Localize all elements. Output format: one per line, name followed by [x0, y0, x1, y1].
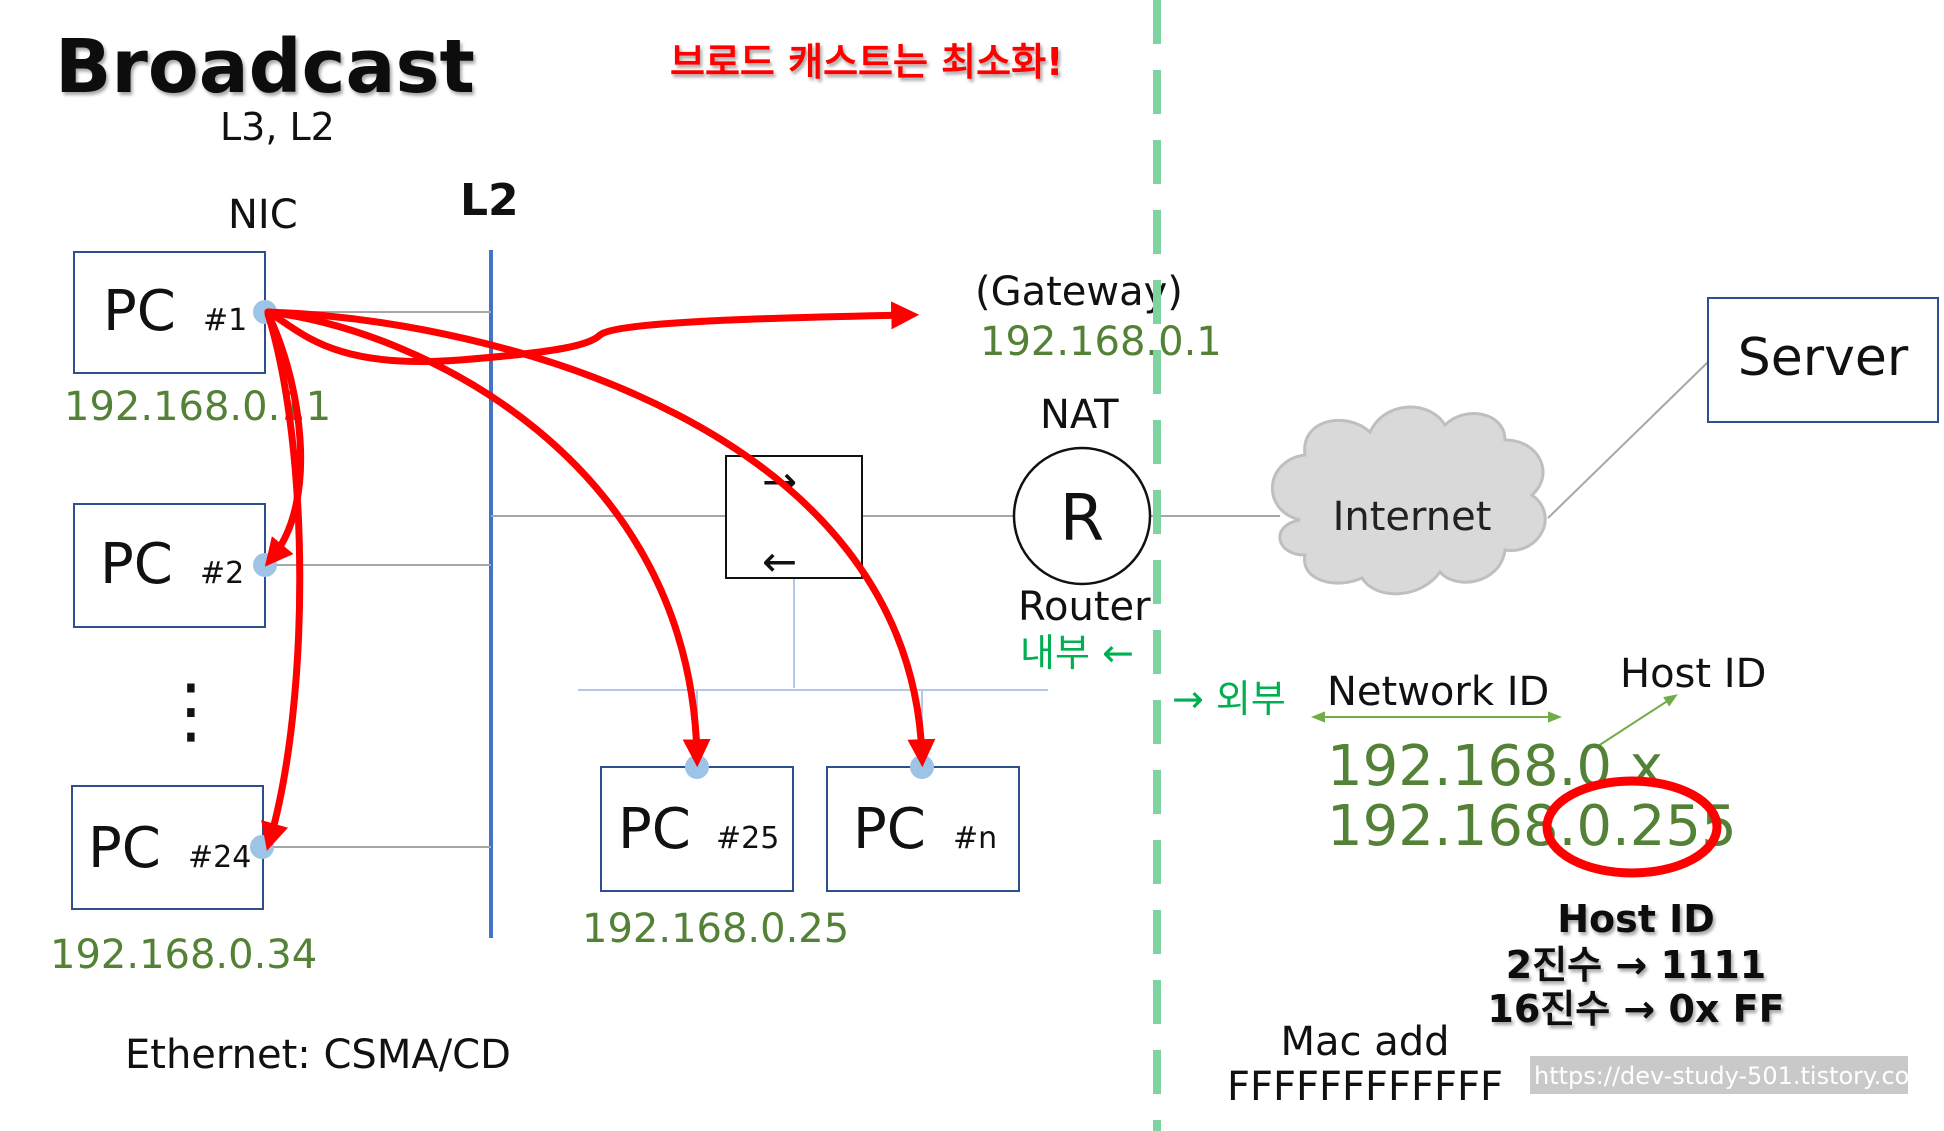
pc-1-number: #1 — [203, 303, 247, 338]
pc-1: PC #1 192.168.0.11 — [64, 251, 331, 430]
pc-n-name: PC — [853, 797, 926, 862]
pc-24-name: PC — [88, 816, 161, 881]
pc-25-number: #25 — [716, 821, 779, 856]
host-id-binary: 2진수 → 1111 — [1506, 943, 1766, 987]
pc-24-number: #24 — [188, 840, 251, 875]
host-id-explanation: Host ID 2진수 → 1111 16진수 → 0x FF — [1487, 897, 1784, 1031]
broadcast-highlight-circle — [1542, 776, 1722, 878]
pc-n: PC #n — [826, 755, 1020, 892]
gateway-label: (Gateway) — [975, 269, 1183, 315]
ethernet-label: Ethernet: CSMA/CD — [125, 1032, 511, 1078]
network-id-label: Network ID — [1327, 669, 1549, 715]
headline-warning: 브로드 캐스트는 최소화! — [670, 40, 1063, 84]
host-id-label: Host ID — [1620, 651, 1766, 697]
nic-label: NIC — [228, 192, 298, 238]
switch: → ← — [725, 455, 863, 586]
mac-title: Mac add — [1280, 1019, 1449, 1065]
l2-label: L2 — [460, 175, 519, 226]
arrow-to-pc25 — [264, 308, 711, 768]
arrow-to-gateway — [264, 301, 920, 366]
router: R — [1012, 446, 1152, 586]
ip-broadcast: 192.168.0.255 — [1327, 794, 1737, 859]
server: Server — [1707, 297, 1939, 423]
pc-2-number: #2 — [200, 556, 244, 591]
wire-internet-server — [1547, 361, 1709, 519]
server-label: Server — [1738, 328, 1909, 388]
pc-n-number: #n — [953, 821, 997, 856]
inner-label: 내부 ← — [1020, 631, 1134, 675]
page-title: Broadcast — [55, 24, 475, 110]
pc-25-name: PC — [618, 797, 691, 862]
outer-label: → 외부 — [1172, 677, 1286, 721]
host-id-pointer — [1594, 694, 1678, 749]
arrow-to-pc2 — [264, 310, 305, 567]
router-label: Router — [1018, 584, 1151, 630]
internet-label: Internet — [1333, 494, 1492, 540]
internet-cloud: Internet — [1271, 405, 1547, 596]
watermark: https://dev-study-501.tistory.com — [1530, 1056, 1933, 1094]
pc-2-name: PC — [100, 532, 173, 597]
pc-2: PC #2 — [73, 503, 277, 628]
arrow-to-pc24 — [261, 310, 304, 851]
page-subtitle: L3, L2 — [220, 105, 335, 149]
arrow-to-pcn — [264, 308, 936, 768]
pc-24-ip: 192.168.0.34 — [50, 932, 317, 978]
watermark-text: https://dev-study-501.tistory.com — [1534, 1062, 1933, 1090]
host-id-hex: 16진수 → 0x FF — [1487, 987, 1784, 1031]
broadcast-arrows — [261, 301, 936, 851]
ip-example: 192.168.0.x — [1327, 734, 1663, 799]
host-id-title: Host ID — [1557, 897, 1715, 941]
pc-25-ip: 192.168.0.25 — [582, 906, 849, 952]
pc-24: PC #24 192.168.0.34 — [50, 785, 317, 978]
gateway-ip: 192.168.0.1 — [980, 319, 1222, 365]
mac-value: FFFFFFFFFFFF — [1227, 1064, 1503, 1110]
switch-arrow-left: ← — [762, 537, 797, 586]
pc-25: PC #25 192.168.0.25 — [582, 755, 849, 952]
nat-label: NAT — [1040, 392, 1119, 438]
vertical-ellipsis: ⋮ — [155, 668, 227, 752]
pc-1-name: PC — [103, 279, 176, 344]
router-letter: R — [1060, 482, 1104, 556]
